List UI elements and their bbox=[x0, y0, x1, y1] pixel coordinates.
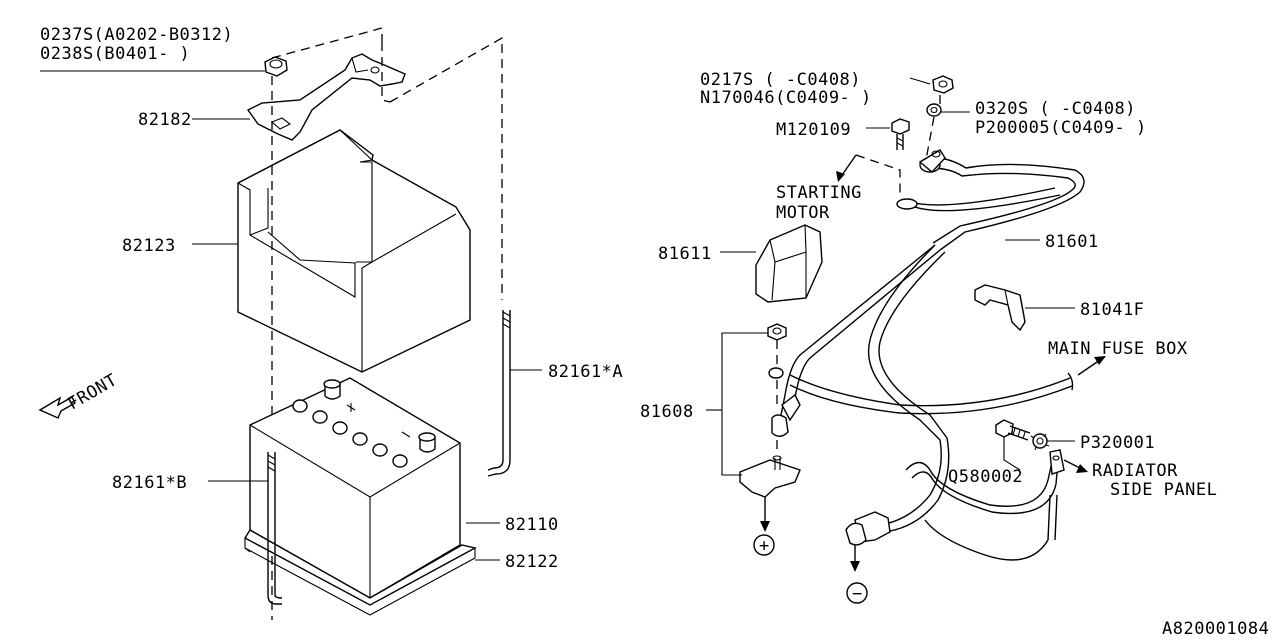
starting-motor-arrow-icon bbox=[836, 154, 857, 182]
label-0238s: 0238S(B0401- ) bbox=[40, 44, 190, 64]
label-minus-symbol: − bbox=[852, 584, 863, 604]
rod-a-part[interactable] bbox=[487, 310, 511, 477]
label-p320001: P320001 bbox=[1080, 433, 1155, 453]
battery-tray-part[interactable] bbox=[244, 529, 477, 616]
leader-q580002 bbox=[1003, 437, 1021, 471]
label-m120109: M120109 bbox=[776, 120, 851, 140]
bolt-q580002-part[interactable] bbox=[995, 419, 1031, 441]
label-81041f: 81041F bbox=[1080, 300, 1144, 320]
label-81608: 81608 bbox=[640, 402, 694, 422]
label-82110: 82110 bbox=[505, 515, 559, 535]
plus-arrow-icon bbox=[753, 497, 775, 556]
washer-p320001-part[interactable] bbox=[1030, 433, 1050, 451]
label-82123: 82123 bbox=[122, 236, 176, 256]
bracket-81608 bbox=[706, 332, 768, 476]
radiator-ground-cable[interactable] bbox=[905, 461, 1059, 561]
label-starting: STARTING bbox=[776, 183, 862, 203]
label-motor: MOTOR bbox=[776, 203, 830, 223]
positive-terminal-part[interactable] bbox=[739, 323, 801, 498]
label-p200005: P200005(C0409- ) bbox=[975, 118, 1147, 138]
front-arrow-icon bbox=[38, 396, 76, 419]
diagram-id: A820001084 bbox=[1162, 619, 1269, 639]
label-radiator: RADIATOR bbox=[1092, 461, 1178, 481]
bolt-m120109-part[interactable] bbox=[891, 118, 910, 150]
label-side-panel: SIDE PANEL bbox=[1110, 480, 1217, 500]
battery-part[interactable] bbox=[249, 377, 461, 599]
label-81611: 81611 bbox=[658, 244, 712, 264]
hold-down-bracket-part[interactable] bbox=[246, 53, 406, 141]
label-n170046: N170046(C0409- ) bbox=[700, 88, 872, 108]
label-plus-symbol: + bbox=[759, 536, 770, 556]
battery-cover-box-part[interactable] bbox=[237, 129, 471, 373]
terminal-cap-part[interactable] bbox=[755, 224, 823, 303]
nut-0217s-part[interactable] bbox=[932, 75, 954, 94]
negative-terminal-part[interactable] bbox=[845, 511, 891, 604]
label-82161b: 82161*B bbox=[112, 473, 187, 493]
main-fuse-box-arrow-icon bbox=[1077, 356, 1106, 376]
label-q580002: Q580002 bbox=[948, 467, 1023, 487]
radiator-arrow-icon bbox=[1063, 459, 1088, 473]
starter-dashed-lines bbox=[855, 95, 941, 195]
washer-0320s-part[interactable] bbox=[926, 103, 942, 117]
label-82122: 82122 bbox=[505, 552, 559, 572]
label-0217s: 0217S ( -C0408) bbox=[700, 70, 861, 90]
cable-clip-part[interactable] bbox=[974, 284, 1026, 332]
label-0320s: 0320S ( -C0408) bbox=[975, 99, 1136, 119]
label-front: FRONT bbox=[65, 370, 121, 414]
leader-0217s bbox=[909, 77, 931, 85]
label-81601: 81601 bbox=[1045, 232, 1099, 252]
label-82161a: 82161*A bbox=[548, 362, 623, 382]
rod-b-part[interactable] bbox=[267, 452, 283, 605]
battery-nut-part[interactable] bbox=[264, 56, 288, 77]
main-cable-part[interactable] bbox=[779, 149, 1085, 533]
ground-lug-part[interactable] bbox=[1049, 449, 1065, 475]
label-0237s: 0237S(A0202-B0312) bbox=[40, 25, 233, 45]
main-fuse-box-cable[interactable] bbox=[789, 372, 1074, 415]
label-main-fuse-box: MAIN FUSE BOX bbox=[1048, 339, 1188, 359]
label-82182: 82182 bbox=[138, 110, 192, 130]
